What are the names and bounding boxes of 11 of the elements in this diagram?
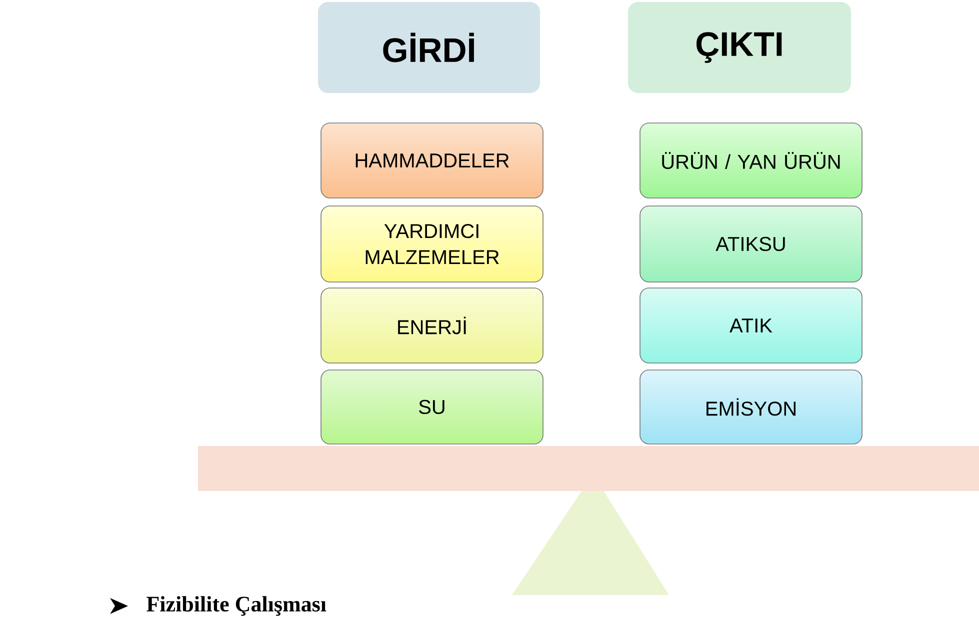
process-box: EMİSYON — [640, 370, 862, 444]
process-box: SU — [320, 370, 544, 444]
header-box: ÇIKTI — [628, 2, 851, 93]
process-box: ATIKSU — [640, 206, 862, 282]
process-box: ENERJİ — [320, 288, 544, 364]
process-box: HAMMADDELER — [320, 122, 544, 198]
header-box: GİRDİ — [318, 2, 540, 93]
heading-text: Fizibilite Çalışması — [146, 596, 326, 616]
process-box: ATIK — [640, 288, 862, 364]
process-box: ÜRÜN / YAN ÜRÜN — [640, 122, 862, 198]
process-box: YARDIMCI MALZEMELER — [320, 206, 544, 282]
